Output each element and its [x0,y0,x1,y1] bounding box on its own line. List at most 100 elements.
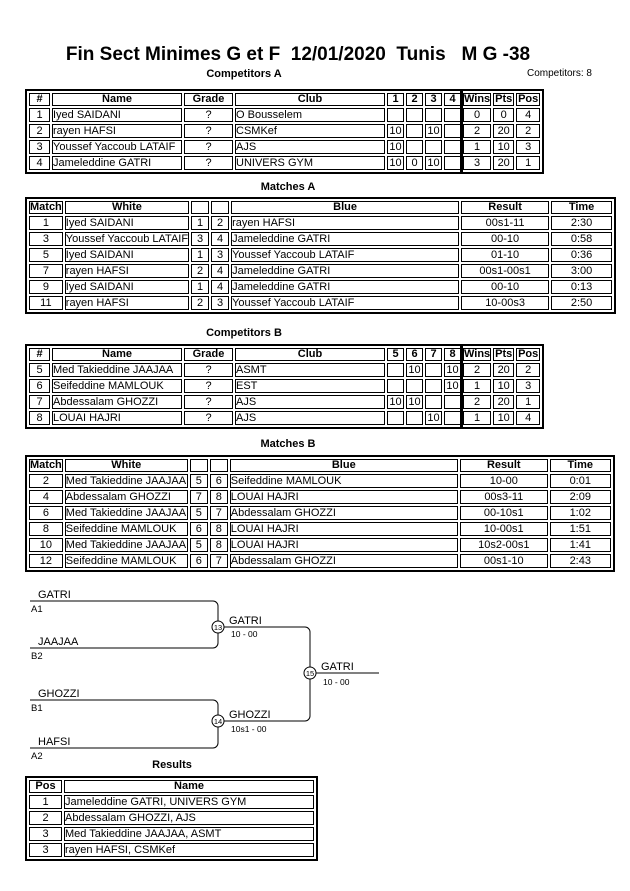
white-number: 2 [191,296,210,310]
match-number: 2 [29,474,63,488]
match-row: 10 Med Takieddine JAAJAA 5 8 LOUAI HAJRI… [29,538,611,552]
white-number: 7 [189,490,208,504]
blue-name: Youssef Yaccoub LATAIF [231,296,460,310]
competitor-pts: 20 [493,363,515,377]
white-name: Seifeddine MAMLOUK [64,522,188,536]
blue-name: Seifeddine MAMLOUK [229,474,458,488]
white-number: 5 [189,506,208,520]
competitor-pos: 4 [516,411,541,425]
competitor-club: CSMKef [235,124,385,138]
white-number: 3 [191,232,210,246]
score-8 [444,411,461,425]
matches-b-table: Match White Blue Result Time 2 Med Takie… [25,455,615,572]
match-row: 9 Iyed SAIDANI 1 4 Jameleddine GATRI 00-… [29,280,613,294]
competitor-row: 2 rayen HAFSI ? CSMKef 10 10 2 20 2 [29,124,541,138]
competitor-pos: 2 [516,363,541,377]
score-4 [444,124,461,138]
competitor-name: Med Takieddine JAAJAA [52,363,182,377]
white-name: Abdessalam GHOZZI [64,490,188,504]
sf1-bottom-name: JAAJAA [38,636,79,648]
col-name: Name [52,348,182,361]
competitor-grade: ? [184,108,233,122]
results-table-wrap: Pos Name 1 Jameleddine GATRI, UNIVERS GY… [25,776,318,861]
match-time: 3:00 [551,264,613,278]
white-name: Iyed SAIDANI [64,280,190,294]
match-row: 1 Iyed SAIDANI 1 2 rayen HAFSI 00s1-11 2… [29,216,613,230]
blue-name: rayen HAFSI [231,216,460,230]
competitor-grade: ? [184,411,233,425]
score-6: 10 [406,395,423,409]
score-6 [406,379,423,393]
competitor-row: 7 Abdessalam GHOZZI ? AJS 10 10 2 20 1 [29,395,541,409]
competitor-number: 5 [29,363,50,377]
score-1: 10 [387,156,404,170]
blue-number: 3 [211,248,230,262]
results-heading: Results [152,759,192,771]
competitor-grade: ? [184,156,233,170]
white-number: 2 [191,264,210,278]
result-name: Med Takieddine JAAJAA, ASMT [64,827,314,841]
col-grade: Grade [184,93,233,106]
white-name: Youssef Yaccoub LATAIF [64,232,190,246]
result-row: 2 Abdessalam GHOZZI, AJS [29,811,314,825]
match-number: 12 [29,554,63,568]
competitor-name: Jameleddine GATRI [52,156,182,170]
score-4 [444,108,461,122]
match-13-number: 13 [214,623,222,632]
competitor-name: Seifeddine MAMLOUK [52,379,182,393]
result-name: Abdessalam GHOZZI, AJS [64,811,314,825]
wins-separator-line [460,89,463,174]
competitors-b-heading: Competitors B [206,327,282,339]
competitors-b-table-wrap: # Name Grade Club 5 6 7 8 Wins Pts Pos 5 [25,344,545,429]
col-number: # [29,93,50,106]
match-time: 2:30 [551,216,613,230]
competitor-pos: 4 [516,108,541,122]
col-time: Time [551,201,613,214]
blue-number: 2 [211,216,230,230]
competitor-number: 4 [29,156,50,170]
matches-a-heading: Matches A [260,181,316,193]
matches-b-table-wrap: Match White Blue Result Time 2 Med Takie… [25,455,615,572]
col-g6: 6 [406,348,423,361]
white-name: Iyed SAIDANI [64,216,190,230]
match-result: 01-10 [461,248,550,262]
match-number: 11 [29,296,63,310]
col-blue: Blue [229,459,458,472]
score-5: 10 [387,395,404,409]
competitor-wins: 1 [463,411,492,425]
white-name: Seifeddine MAMLOUK [64,554,188,568]
score-1: 10 [387,140,404,154]
score-3: 10 [425,124,442,138]
white-name: Med Takieddine JAAJAA [64,538,188,552]
match-result: 10-00s1 [459,522,548,536]
col-result: Result [459,459,548,472]
competitor-name: rayen HAFSI [52,124,182,138]
competitor-pos: 1 [516,395,541,409]
competitor-club: UNIVERS GYM [235,156,385,170]
sf2-bottom-name: HAFSI [38,736,70,748]
match-result: 00s3-11 [459,490,548,504]
competitor-pts: 20 [493,395,515,409]
match-time: 0:13 [551,280,613,294]
sf2-bottom-seed: A2 [31,751,43,762]
competitor-grade: ? [184,395,233,409]
match-number: 8 [29,522,63,536]
competitor-grade: ? [184,140,233,154]
competitor-wins: 2 [463,395,492,409]
col-g5: 5 [387,348,404,361]
finals-bracket: GATRI A1 JAAJAA B2 GHOZZI B1 HAFSI A2 13… [30,589,379,762]
match-row: 7 rayen HAFSI 2 4 Jameleddine GATRI 00s1… [29,264,613,278]
sf2-winner-name: GHOZZI [229,709,271,721]
competitor-row: 5 Med Takieddine JAAJAA ? ASMT 10 10 2 2… [29,363,541,377]
matches-a-table: Match White Blue Result Time 1 Iyed SAID… [25,197,617,314]
sf2-top-name: GHOZZI [38,688,80,700]
col-white-num [191,201,210,214]
competitor-name: LOUAI HAJRI [52,411,182,425]
sf2-top-seed: B1 [31,703,43,714]
match-row: 6 Med Takieddine JAAJAA 5 7 Abdessalam G… [29,506,611,520]
match-result: 00s1-11 [461,216,550,230]
match-time: 2:50 [551,296,613,310]
score-7 [425,395,442,409]
col-wins: Wins [463,93,492,106]
match-result: 10-00s3 [461,296,550,310]
